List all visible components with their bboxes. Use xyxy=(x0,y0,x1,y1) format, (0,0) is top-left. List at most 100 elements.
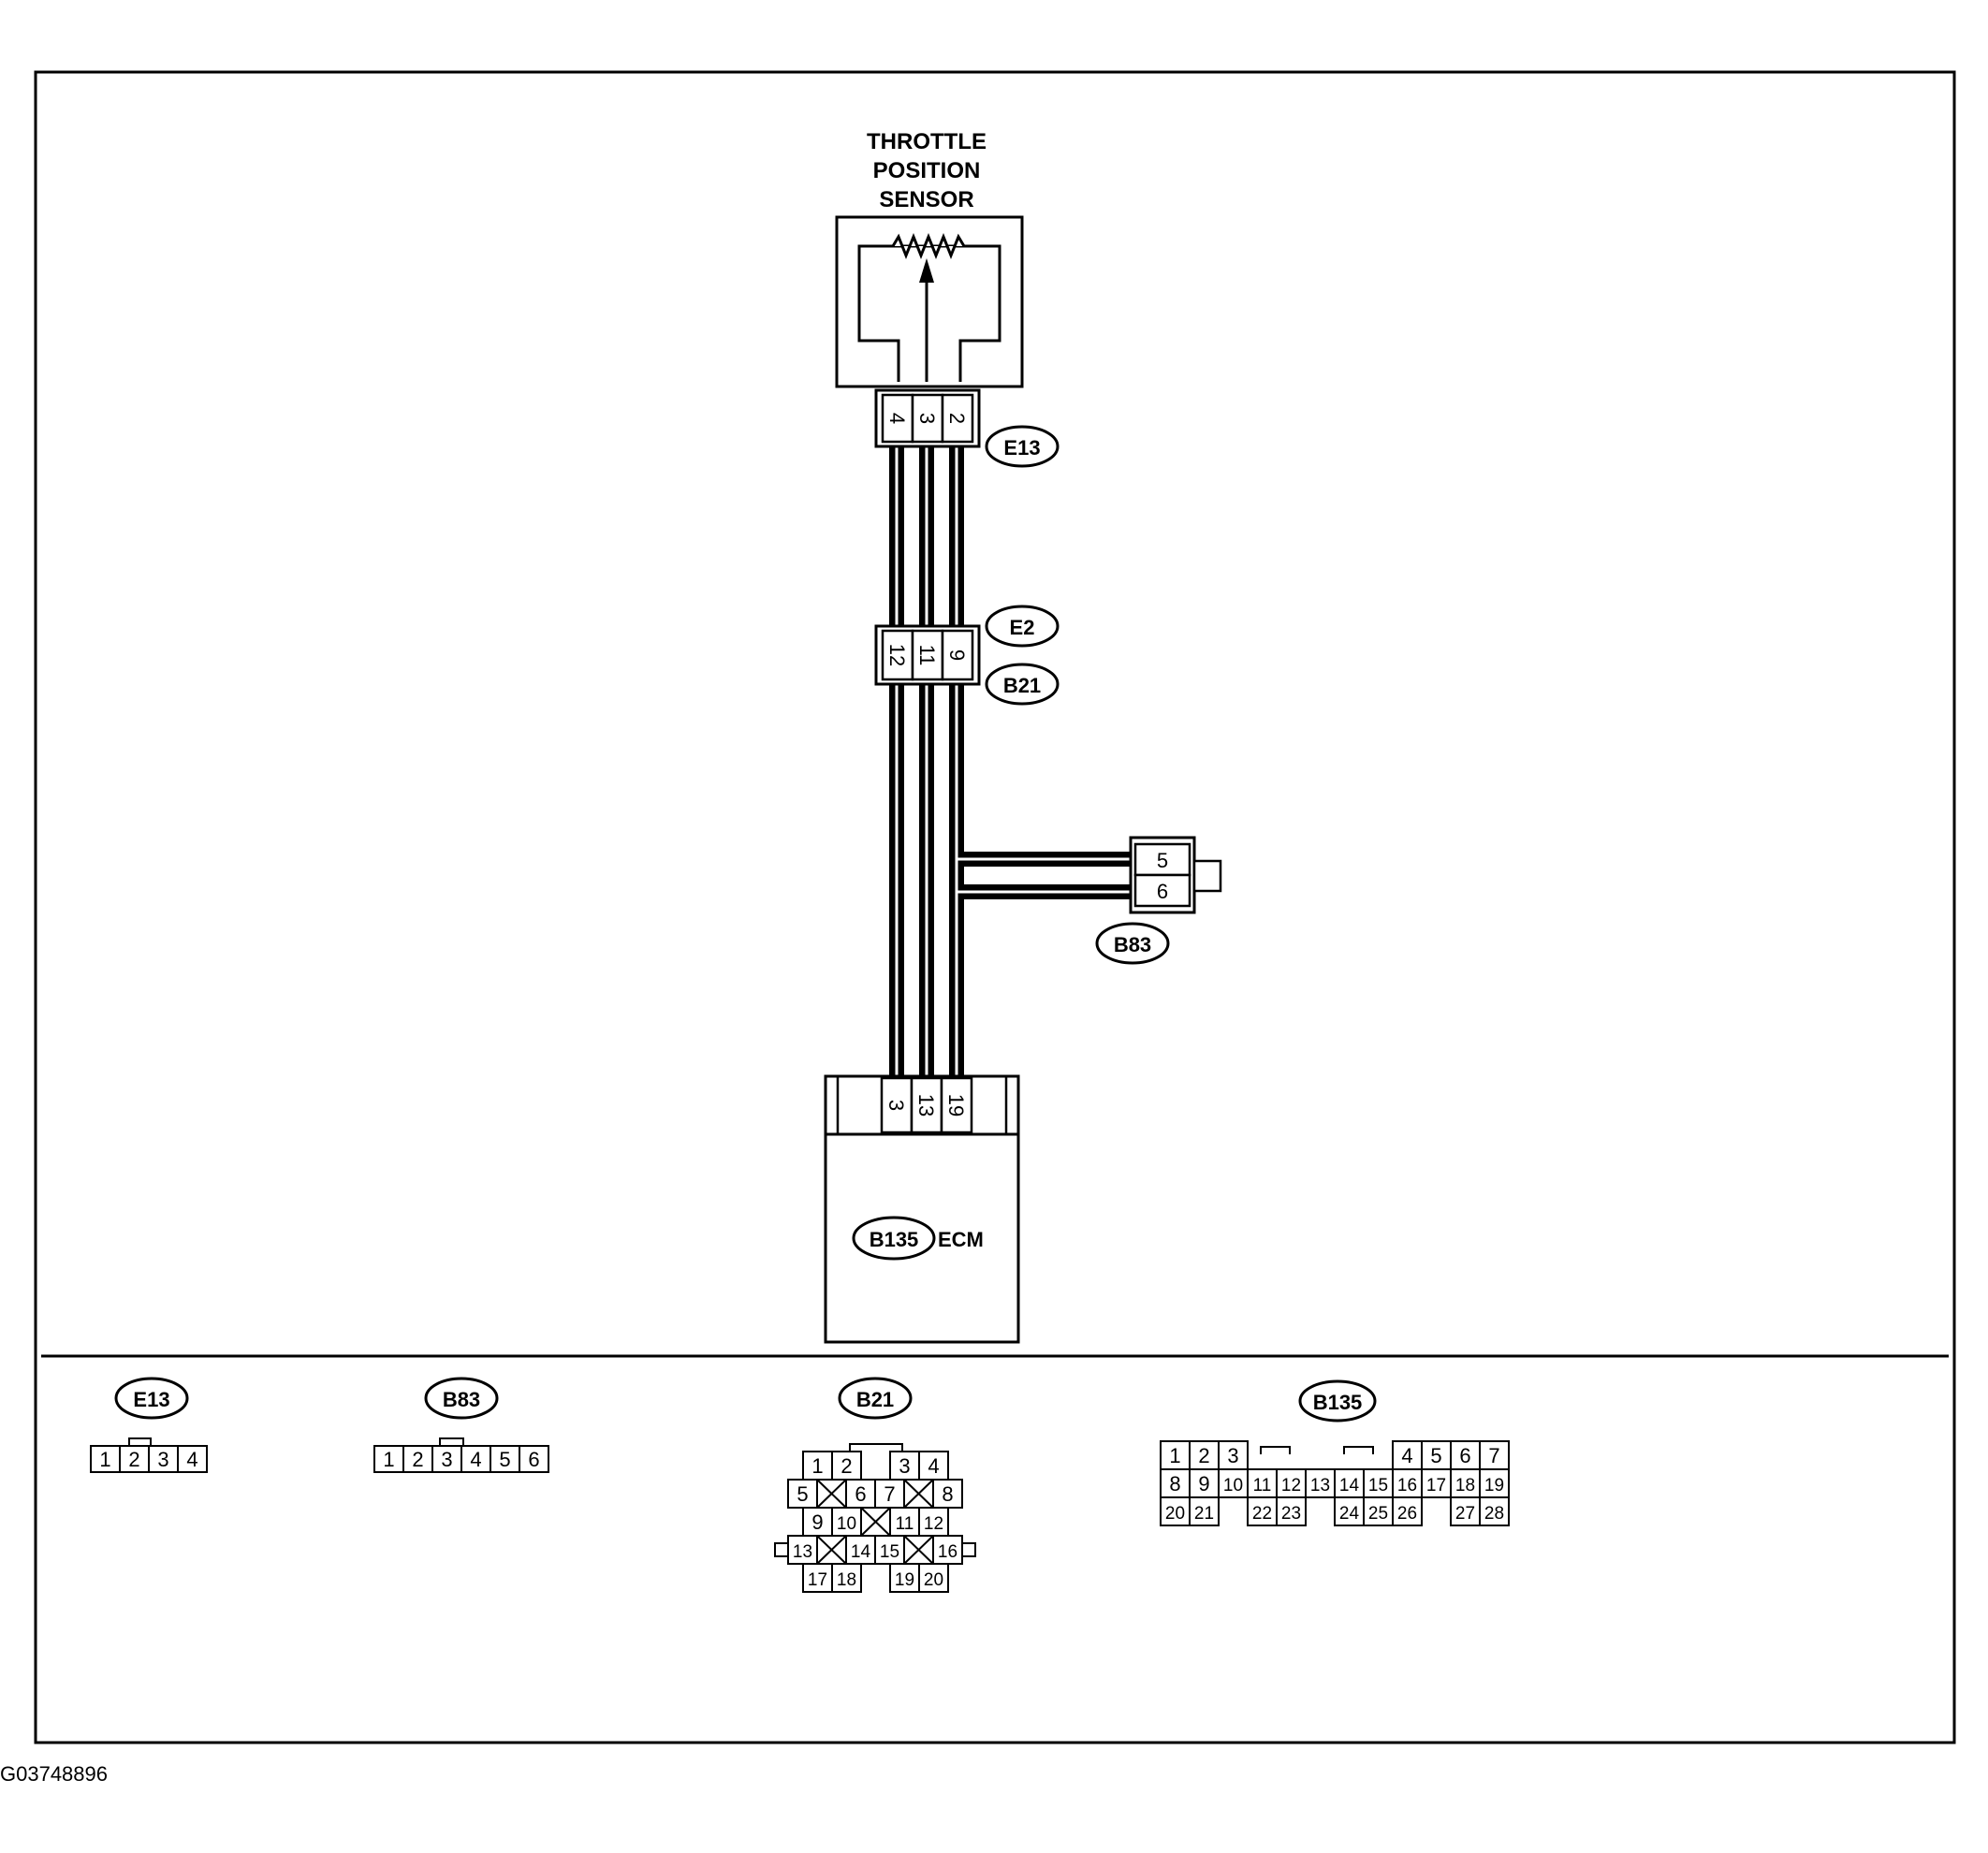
face-pin-number: 13 xyxy=(793,1542,812,1562)
face-b135-pin: 6 xyxy=(1450,1440,1481,1470)
face-b135-pin: 24 xyxy=(1334,1496,1365,1526)
face-b21-pin: 15 xyxy=(874,1535,905,1565)
figure-code: G03748896 xyxy=(0,1762,108,1786)
face-b135-pin: 28 xyxy=(1479,1496,1510,1526)
blank-cavity-icon xyxy=(816,1479,847,1509)
e13-pin-a: 4 xyxy=(885,413,909,424)
sensor-title-line-3: SENSOR xyxy=(879,187,973,212)
face-pin-number: 8 xyxy=(942,1482,953,1506)
face-pin-number: 20 xyxy=(924,1570,943,1590)
face-b21-pin: 7 xyxy=(874,1479,905,1509)
face-b83-pin: 6 xyxy=(519,1445,549,1473)
face-pin-number: 11 xyxy=(1253,1476,1272,1496)
face-b21-pin: 18 xyxy=(831,1563,862,1593)
e2-pin-c: 9 xyxy=(945,649,969,661)
face-b21-pin: 19 xyxy=(889,1563,920,1593)
e13-pin-c: 2 xyxy=(945,413,969,424)
ecm-module: 3 13 19 B135 ECM xyxy=(824,1074,1020,1344)
face-e13-pin: 4 xyxy=(177,1445,208,1473)
face-pin-number: 8 xyxy=(1169,1472,1180,1496)
e13-pin-b: 3 xyxy=(915,413,939,424)
resistor-symbol xyxy=(891,232,966,260)
face-pin-number: 1 xyxy=(383,1448,394,1471)
connector-e2-b21: 12 11 9 xyxy=(874,624,981,686)
face-b135-pin: 4 xyxy=(1392,1440,1423,1470)
face-e13-pin: 3 xyxy=(148,1445,179,1473)
face-pin-number: 10 xyxy=(837,1514,856,1534)
face-pin-number: 1 xyxy=(811,1454,823,1478)
face-b135-pin: 5 xyxy=(1421,1440,1452,1470)
face-pin-number: 1 xyxy=(99,1448,110,1471)
svg-text:E2: E2 xyxy=(1010,616,1035,639)
face-b21-pin: 12 xyxy=(918,1507,949,1537)
face-e13-pin: 2 xyxy=(119,1445,150,1473)
face-b83-pin: 3 xyxy=(431,1445,462,1473)
svg-text:B21: B21 xyxy=(1003,674,1041,697)
face-pin-number: 17 xyxy=(1426,1476,1446,1496)
tag-b135-text: B135 xyxy=(870,1228,919,1251)
face-b21-pin: 4 xyxy=(918,1451,949,1481)
face-pin-number: 2 xyxy=(1198,1444,1209,1467)
e2-pin-b: 11 xyxy=(915,645,939,666)
face-b83-pin: 2 xyxy=(402,1445,433,1473)
face-pin-number: 6 xyxy=(855,1482,866,1506)
face-b135-pin: 16 xyxy=(1392,1468,1423,1498)
face-b135-pin: 20 xyxy=(1160,1496,1191,1526)
face-pin-number: 18 xyxy=(1455,1476,1475,1496)
face-pin-number: 19 xyxy=(895,1570,914,1590)
latch-tab xyxy=(1260,1446,1291,1454)
face-tag-b83: B83 xyxy=(424,1377,499,1420)
face-b21-pin: 1 xyxy=(802,1451,833,1481)
tag-b83: B83 xyxy=(1095,922,1170,965)
face-b21-pin: 3 xyxy=(889,1451,920,1481)
svg-text:B83: B83 xyxy=(443,1388,480,1411)
face-pin-number: 18 xyxy=(837,1570,856,1590)
blank-cavity-icon xyxy=(816,1535,847,1565)
face-b83-pin: 4 xyxy=(460,1445,491,1473)
face-b135-pin: 12 xyxy=(1276,1468,1307,1498)
face-b21-pin: 11 xyxy=(889,1507,920,1537)
face-b135-pin: 21 xyxy=(1189,1496,1220,1526)
svg-text:B135: B135 xyxy=(1313,1391,1363,1414)
face-b21-pin: 9 xyxy=(802,1507,833,1537)
face-b83-pin: 5 xyxy=(490,1445,520,1473)
latch-tab xyxy=(128,1437,152,1446)
face-pin-number: 19 xyxy=(1484,1476,1504,1496)
face-pin-number: 9 xyxy=(1198,1472,1209,1496)
face-b135-pin: 3 xyxy=(1218,1440,1249,1470)
b83-pin-a: 5 xyxy=(1157,849,1168,872)
svg-text:E13: E13 xyxy=(133,1388,169,1411)
face-b135-pin: 18 xyxy=(1450,1468,1481,1498)
sensor-title-line-2: POSITION xyxy=(873,158,981,183)
face-pin-number: 2 xyxy=(841,1454,852,1478)
face-b135-pin: 14 xyxy=(1334,1468,1365,1498)
face-b83-pin: 1 xyxy=(373,1445,404,1473)
face-b21-pin: 17 xyxy=(802,1563,833,1593)
diagram-frame xyxy=(34,70,1956,1744)
face-pin-number: 15 xyxy=(1368,1476,1388,1496)
face-pin-number: 5 xyxy=(797,1482,808,1506)
face-pin-number: 7 xyxy=(884,1482,895,1506)
face-b21-pin: 16 xyxy=(932,1535,963,1565)
svg-text:B21: B21 xyxy=(856,1388,894,1411)
face-tag-b21: B21 xyxy=(838,1377,913,1420)
face-b135-pin: 19 xyxy=(1479,1468,1510,1498)
face-b135-pin: 1 xyxy=(1160,1440,1191,1470)
face-pin-number: 20 xyxy=(1165,1504,1185,1524)
face-pin-number: 15 xyxy=(880,1542,899,1562)
ecm-label: ECM xyxy=(938,1228,984,1251)
face-pin-number: 26 xyxy=(1397,1504,1417,1524)
face-pin-number: 3 xyxy=(157,1448,168,1471)
face-pin-number: 2 xyxy=(412,1448,423,1471)
face-b135-pin: 11 xyxy=(1247,1468,1278,1498)
tag-e13: E13 xyxy=(985,425,1060,468)
svg-text:E13: E13 xyxy=(1003,436,1040,460)
face-b135-pin: 13 xyxy=(1305,1468,1336,1498)
face-b21-pin: 2 xyxy=(831,1451,862,1481)
face-pin-number: 14 xyxy=(851,1542,871,1562)
svg-text:B83: B83 xyxy=(1114,933,1151,956)
